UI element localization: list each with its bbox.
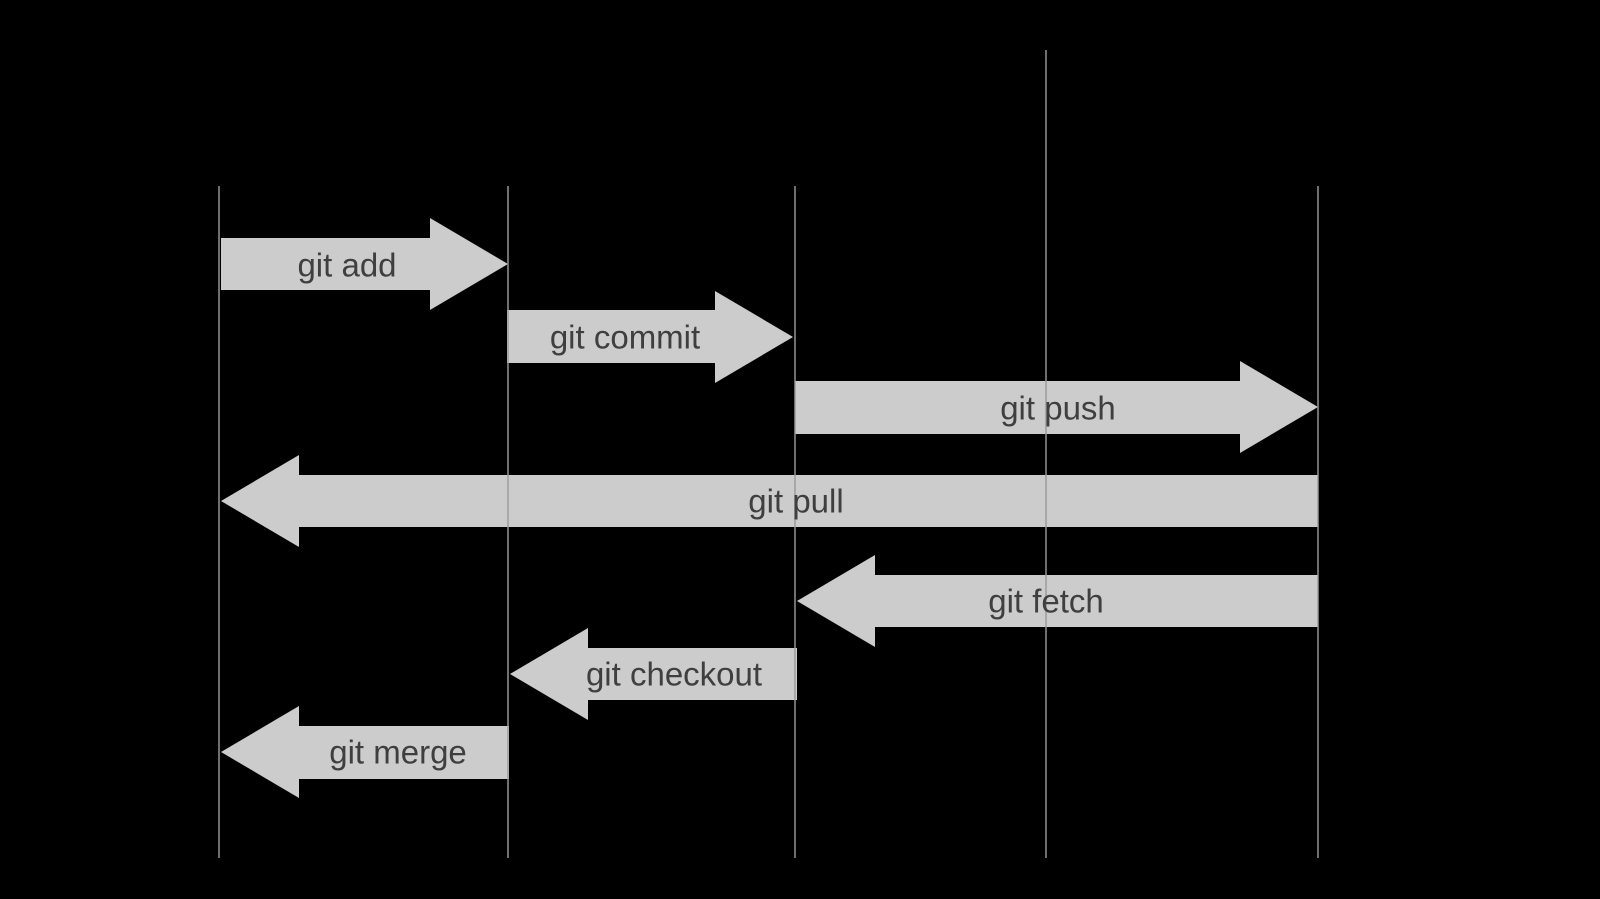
arrow-head-left-icon <box>510 628 588 720</box>
arrow-head-left-icon <box>797 555 875 647</box>
arrow-head-left-icon <box>221 706 299 798</box>
arrow-band <box>795 381 1240 434</box>
arrow-label: git merge <box>329 733 467 771</box>
lifeline-5 <box>1317 186 1319 858</box>
arrow-band <box>299 475 1318 527</box>
arrow-head-right-icon <box>430 218 508 310</box>
lifeline-2 <box>507 186 509 858</box>
arrow-band <box>299 726 509 779</box>
arrow-band <box>221 238 430 290</box>
arrow-label: git push <box>1000 389 1116 427</box>
arrow-head-right-icon <box>715 291 793 383</box>
arrow-head-left-icon <box>221 455 299 547</box>
arrow-band <box>875 575 1318 627</box>
lifeline-3 <box>794 186 796 858</box>
arrow-band <box>588 648 797 700</box>
lifeline-4 <box>1045 50 1047 858</box>
arrow-label: git fetch <box>988 582 1104 620</box>
lifeline-1 <box>218 186 220 858</box>
arrow-head-right-icon <box>1240 361 1318 453</box>
arrow-band <box>507 310 715 363</box>
arrow-label: git commit <box>549 318 701 356</box>
arrow-label: git pull <box>748 482 844 520</box>
arrow-label: git add <box>297 246 397 284</box>
arrow-label: git checkout <box>585 655 763 693</box>
